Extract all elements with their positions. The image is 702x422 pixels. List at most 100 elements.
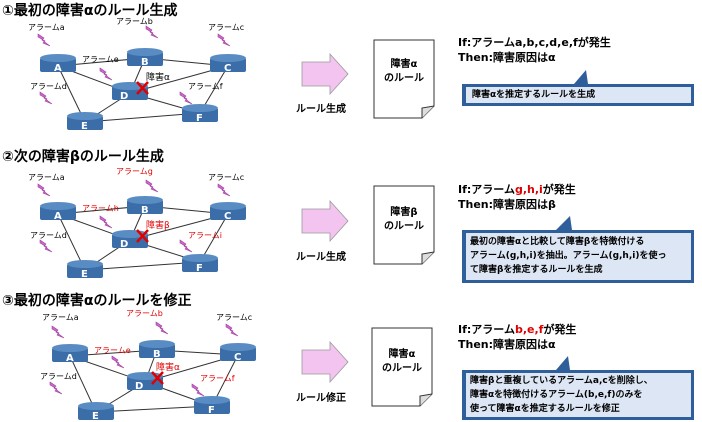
rule-if-prefix: If:アラーム: [458, 323, 515, 336]
alarm-label-a: アラームa: [28, 173, 65, 182]
rule-1: If:アラームa,b,c,d,e,fが発生 Then:障害原因はα: [458, 35, 611, 65]
svg-text:D: D: [135, 381, 143, 392]
callout-line: 最初の障害αと比較して障害βを特徴付ける: [470, 237, 645, 247]
alarm-label-i: アラームi: [188, 231, 222, 240]
alarm-label-b: アラームb: [126, 309, 163, 318]
fault-label: 障害α: [156, 361, 180, 373]
arrow-3-label: ルール修正: [296, 393, 346, 404]
arrow-3: [301, 340, 349, 384]
callout-3-text: 障害βと重複しているアラームa,cを削除し、 障害αを特徴付けるアラーム(b,e…: [470, 374, 653, 416]
rule-then: Then:障害原因はα: [458, 51, 556, 64]
callout-line: アラーム(g,h,i)を抽出。アラーム(g,h,i)を使っ: [470, 251, 667, 261]
alarm-label-e: アラームe: [82, 55, 119, 64]
alarm-bolt-icon: [217, 33, 231, 47]
doc-line-1: 障害α: [388, 349, 416, 360]
alarm-label-c: アラームc: [208, 23, 244, 32]
document-icon: [373, 185, 435, 265]
alarm-bolt-icon: [155, 321, 169, 335]
svg-text:A: A: [54, 211, 62, 222]
alarm-bolt-icon: [37, 183, 51, 197]
network-3: A B C D E F 障害α アラームa アラームb アラームc アラームe …: [40, 309, 256, 422]
section-2-title: ②次の障害βのルール生成: [2, 149, 164, 165]
alarm-label-a: アラームa: [28, 23, 65, 32]
doc-line-2: のルール: [384, 73, 424, 84]
arrow-1: [301, 52, 349, 96]
alarm-label-h: アラームh: [82, 204, 119, 213]
callout-1-text: 障害αを推定するルールを生成: [472, 88, 595, 102]
svg-text:D: D: [120, 239, 128, 250]
callout-line: 使って障害αを推定するルールを修正: [470, 404, 620, 414]
alarm-bolt-icon: [39, 239, 53, 253]
alarm-bolt-icon: [225, 323, 239, 337]
node-A-1: A: [40, 54, 76, 74]
alarm-label-f: アラームf: [188, 82, 223, 91]
alarm-bolt-icon: [99, 215, 113, 229]
rule-if-prefix: If:アラーム: [458, 183, 515, 196]
svg-text:F: F: [196, 263, 203, 274]
rule-if-red: b,e,f: [514, 323, 544, 336]
svg-text:B: B: [141, 57, 149, 68]
alarm-label-d: アラームd: [30, 82, 67, 91]
node-F-1: F: [182, 104, 218, 124]
alarm-bolt-icon: [99, 67, 113, 81]
alarm-bolt-icon: [37, 33, 51, 47]
doc-line-1: 障害β: [390, 207, 418, 218]
callout-line: 障害αを推定するルールを生成: [472, 90, 596, 100]
alarm-bolt-icon: [51, 325, 65, 339]
arrow-2-label: ルール生成: [296, 252, 346, 263]
rule-if-suffix: が発生: [577, 36, 611, 49]
node-B-1: B: [127, 48, 163, 68]
svg-text:B: B: [141, 205, 149, 216]
alarm-label-g: アラームg: [116, 167, 153, 176]
svg-text:D: D: [120, 91, 128, 102]
alarm-bolt-icon: [179, 239, 193, 253]
document-2: 障害β のルール: [374, 186, 434, 264]
svg-text:C: C: [224, 211, 231, 222]
fault-label: 障害α: [146, 71, 170, 83]
rule-if-suffix: が発生: [543, 323, 577, 336]
fault-label: 障害β: [146, 219, 170, 231]
alarm-bolt-icon: [39, 91, 53, 105]
svg-text:F: F: [196, 113, 203, 124]
callout-1: [462, 70, 694, 106]
node-C-1: C: [210, 54, 246, 74]
document-icon: [373, 39, 435, 119]
rule-3: If:アラームb,e,fが発生 Then:障害原因はα: [458, 322, 576, 352]
svg-text:E: E: [92, 411, 99, 422]
section-1-title: ①最初の障害αのルール生成: [2, 3, 178, 19]
network-2: A B C D E F 障害β アラームa アラームg アラームc アラームh …: [28, 167, 246, 280]
node-label-A: A: [54, 63, 62, 74]
svg-text:B: B: [153, 349, 161, 360]
rule-then: Then:障害原因はβ: [458, 198, 556, 211]
fault-x-icon: [136, 229, 149, 243]
alarm-bolt-icon: [179, 91, 193, 105]
fault-x-icon: [151, 371, 164, 385]
svg-text:C: C: [234, 352, 241, 363]
rule-then: Then:障害原因はα: [458, 338, 556, 351]
svg-text:A: A: [66, 353, 74, 364]
alarm-label-a: アラームa: [42, 313, 79, 322]
doc-line-2: のルール: [384, 221, 424, 232]
callout-line: 障害αを特徴付けるアラーム(b,e,f)のみを: [470, 390, 643, 400]
alarm-label-e: アラームe: [94, 346, 131, 355]
svg-text:C: C: [224, 63, 231, 74]
node-E-1: E: [67, 112, 103, 132]
rule-2: If:アラームg,h,iが発生 Then:障害原因はβ: [458, 182, 576, 212]
alarm-label-c: アラームc: [216, 313, 252, 322]
rule-if-suffix: が発生: [542, 183, 576, 196]
arrow-1-label: ルール生成: [296, 104, 346, 115]
rule-if-plain: a,b,c,d,e,f: [514, 36, 578, 49]
alarm-bolt-icon: [111, 355, 125, 369]
callout-line: て障害βを推定するルールを生成: [470, 265, 603, 275]
callout-2: [462, 216, 694, 283]
svg-text:E: E: [81, 121, 88, 132]
rule-if-red: g,h,i: [514, 183, 543, 196]
alarm-bolt-icon: [217, 183, 231, 197]
rule-if-prefix: If:アラーム: [458, 36, 515, 49]
alarm-label-d: アラームd: [30, 231, 67, 240]
svg-text:F: F: [208, 405, 215, 416]
alarm-label-d: アラームd: [40, 372, 77, 381]
callout-line: 障害βと重複しているアラームa,cを削除し、: [470, 376, 653, 386]
